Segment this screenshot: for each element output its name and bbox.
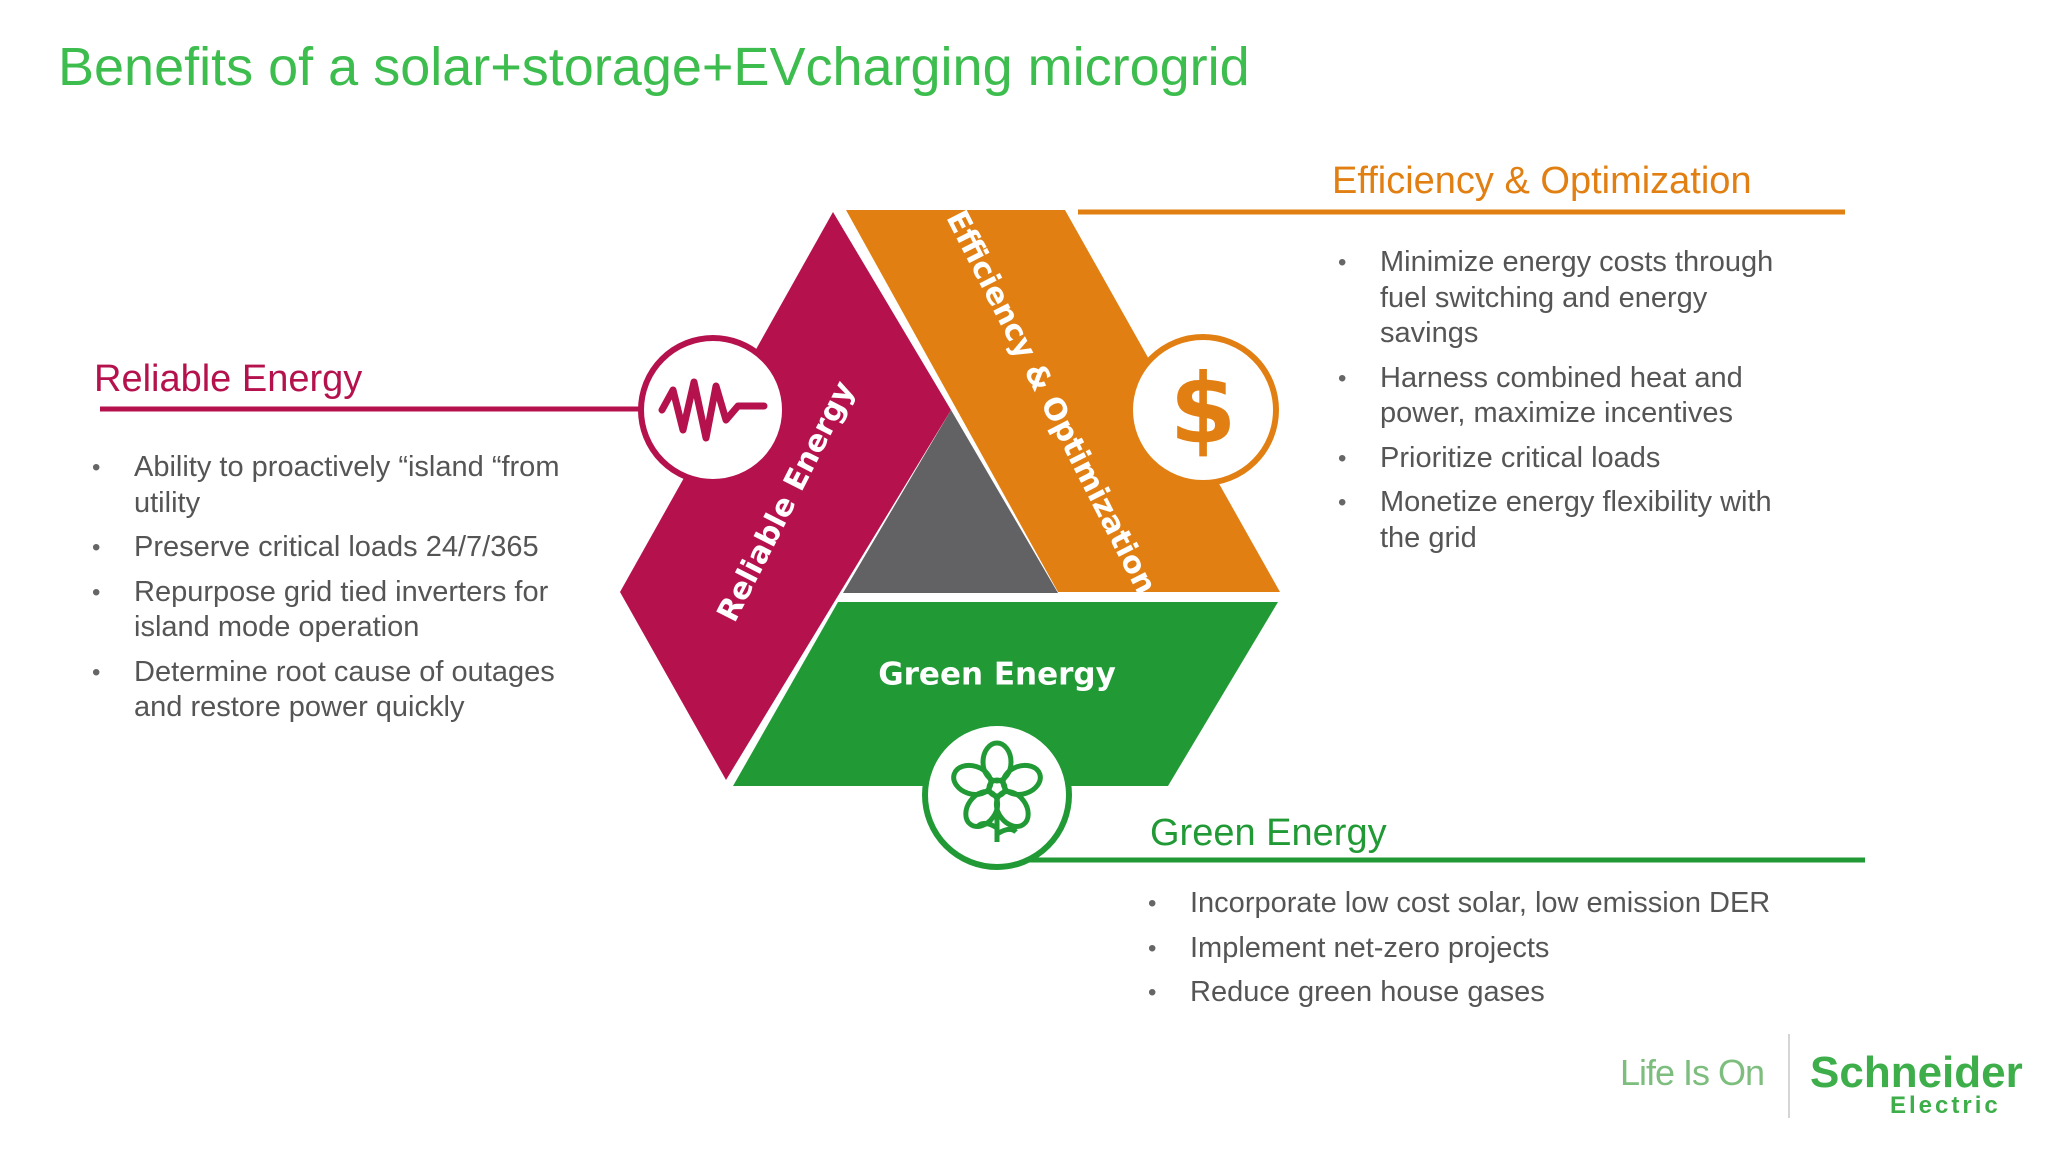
green-bullet-list: Incorporate low cost solar, low emission… — [1148, 886, 1848, 1020]
green-heading: Green Energy — [1150, 812, 1387, 854]
reliable-bullet-item: Determine root cause of outages and rest… — [92, 655, 602, 726]
green-bullet-item: Incorporate low cost solar, low emission… — [1148, 886, 1848, 922]
reliable-heading: Reliable Energy — [94, 358, 363, 400]
dollar-icon: $ — [1127, 334, 1279, 486]
efficiency-bullet-item: Minimize energy costs through fuel switc… — [1338, 245, 1808, 352]
green-band-label: Green Energy — [878, 657, 1116, 693]
green-bullet-item: Implement net-zero projects — [1148, 931, 1848, 967]
efficiency-bullet-item: Prioritize critical loads — [1338, 441, 1808, 477]
page-title: Benefits of a solar+storage+EVcharging m… — [58, 37, 1250, 97]
efficiency-band — [846, 210, 1280, 592]
reliable-bullet-item: Repurpose grid tied inverters for island… — [92, 575, 602, 646]
brand-logo-sub: Electric — [1890, 1092, 2001, 1119]
efficiency-heading: Efficiency & Optimization — [1332, 160, 1752, 202]
green-energy-band — [733, 602, 1278, 786]
reliable-bullet-item: Preserve critical loads 24/7/365 — [92, 530, 602, 566]
green-bullet-item: Reduce green house gases — [1148, 975, 1848, 1011]
brand-tagline: Life Is On — [1620, 1052, 1765, 1093]
reliable-bullet-item: Ability to proactively “island “from uti… — [92, 450, 602, 521]
reliable-energy-band — [620, 212, 951, 780]
efficiency-bullet-list: Minimize energy costs through fuel switc… — [1338, 245, 1808, 565]
svg-text:$: $ — [1170, 353, 1237, 465]
brand-logo-name: Schneider — [1810, 1048, 2023, 1097]
efficiency-bullet-item: Harness combined heat and power, maximiz… — [1338, 361, 1808, 432]
efficiency-bullet-item: Monetize energy flexibility with the gri… — [1338, 485, 1808, 556]
flower-icon — [922, 720, 1072, 870]
brand-divider — [1788, 1034, 1790, 1118]
reliable-bullet-list: Ability to proactively “island “from uti… — [92, 450, 602, 735]
pulse-wave-icon — [638, 335, 788, 485]
center-triangle — [843, 410, 1058, 593]
